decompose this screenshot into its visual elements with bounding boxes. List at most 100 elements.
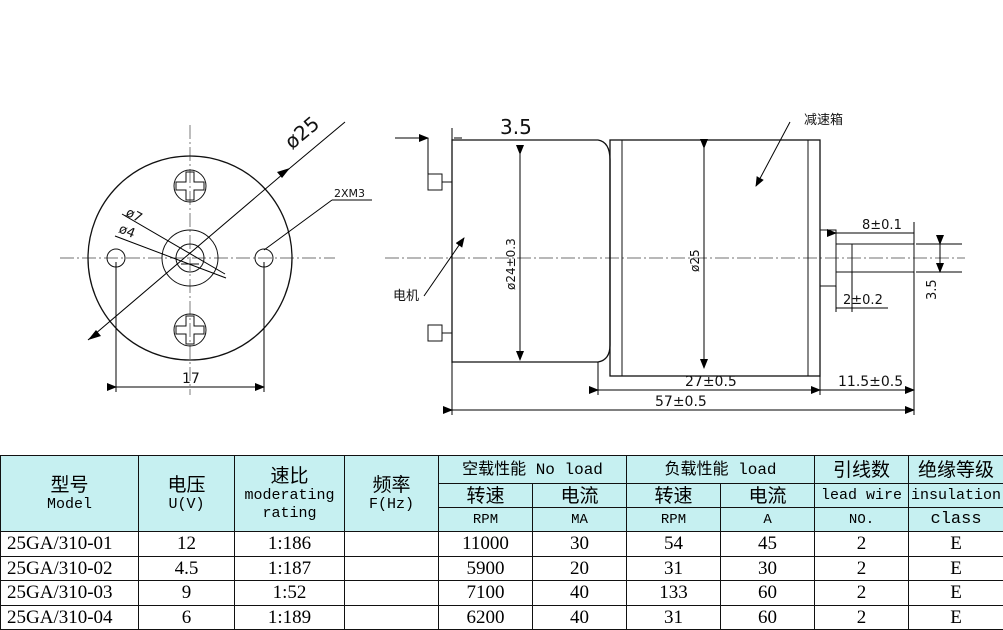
header-noload-speed: 转速: [438, 483, 533, 508]
header-voltage-en: U(V): [168, 495, 205, 513]
header-insul-en1: insulation: [908, 483, 1003, 508]
cell-noload-rpm: 7100: [438, 580, 533, 606]
cell-load-a: 60: [720, 580, 816, 606]
header-ratio-zh: 速比: [270, 464, 309, 487]
cell-load-a: 30: [720, 555, 816, 581]
cell-model: 25GA/310-03: [0, 580, 139, 606]
cell-leads: 2: [814, 531, 910, 557]
cell-model: 25GA/310-01: [0, 531, 139, 557]
cell-noload-ma: 40: [531, 604, 628, 630]
dim-screw-note: 2XM3: [334, 187, 365, 200]
dim-width-17: 17: [182, 371, 200, 387]
cell-load-rpm: 31: [626, 555, 722, 581]
dim-total-len: 57±0.5: [655, 394, 707, 410]
label-motor: 电机: [393, 289, 419, 304]
dim-terminal-offset: 3.5: [500, 115, 532, 139]
cell-model: 25GA/310-02: [0, 555, 139, 581]
header-ratio-en2: rating: [262, 504, 317, 522]
motor-drawing: ø25 ø7 ø4 2XM3 17: [60, 111, 965, 415]
cell-voltage: 4.5: [138, 555, 235, 581]
unit-load-rpm: RPM: [626, 507, 722, 532]
dim-shaft-flat: 3.5: [925, 279, 940, 300]
cell-noload-ma: 20: [531, 555, 628, 581]
dim-dia-7: ø7: [123, 205, 144, 226]
front-outer-circle: [87, 155, 293, 361]
cell-noload-rpm: 11000: [438, 531, 533, 557]
header-leadwire-zh: 引线数: [814, 455, 910, 484]
header-load-speed: 转速: [626, 483, 722, 508]
table-row: 25GA/310-03 9 1:52 7100 40 133 60 2 E: [0, 580, 1003, 606]
dim-dia-outer: ø25: [280, 111, 324, 154]
cell-load-rpm: 54: [626, 531, 722, 557]
spec-table: 型号 Model 电压 U(V) 速比 moderating rating 频率…: [0, 455, 1003, 630]
header-ratio: 速比 moderating rating: [234, 455, 345, 532]
header-noload-current: 电流: [531, 483, 628, 508]
table-row: 25GA/310-04 6 1:189 6200 40 31 60 2 E: [0, 604, 1003, 630]
cell-ratio: 1:189: [234, 604, 345, 630]
cross-screw-bottom: [173, 313, 207, 347]
header-insul-en2: class: [908, 507, 1003, 532]
unit-load-a: A: [720, 507, 816, 532]
terminal-top: [427, 173, 443, 191]
cell-ratio: 1:186: [234, 531, 345, 557]
cell-freq: [344, 580, 439, 606]
cell-noload-ma: 30: [531, 531, 628, 557]
front-shaft-circle: [175, 243, 205, 273]
cell-voltage: 9: [138, 580, 235, 606]
dim-dia-4: ø4: [117, 222, 138, 242]
header-load-current: 电流: [720, 483, 816, 508]
cell-insul: E: [908, 604, 1003, 630]
header-load: 负载性能 load: [626, 455, 816, 484]
dim-dia-25: ø25: [688, 249, 702, 272]
cell-load-rpm: 133: [626, 580, 722, 606]
cell-load-a: 60: [720, 604, 816, 630]
cell-load-a: 45: [720, 531, 816, 557]
table-row: 25GA/310-01 12 1:186 11000 30 54 45 2 E: [0, 531, 1003, 557]
unit-noload-ma: MA: [531, 507, 628, 532]
front-view: ø25 ø7 ø4 2XM3 17: [60, 111, 372, 395]
cell-voltage: 12: [138, 531, 235, 557]
header-freq: 频率 F(Hz): [344, 455, 439, 532]
side-view: 3.5 ø24±0.3 ø25 减速箱 电机 8±0.1 3.5 2±0.2 2…: [385, 112, 965, 415]
header-model: 型号 Model: [0, 455, 139, 532]
header-leadwire-en: lead wire: [814, 483, 910, 508]
table-row: 25GA/310-02 4.5 1:187 5900 20 31 30 2 E: [0, 555, 1003, 581]
header-insul-zh: 绝缘等级: [908, 455, 1003, 484]
unit-noload-rpm: RPM: [438, 507, 533, 532]
cell-leads: 2: [814, 555, 910, 581]
cell-ratio: 1:52: [234, 580, 345, 606]
cell-noload-rpm: 5900: [438, 555, 533, 581]
dim-dia-24: ø24±0.3: [504, 238, 518, 290]
terminal-bottom: [427, 324, 443, 342]
cell-voltage: 6: [138, 604, 235, 630]
cell-load-rpm: 31: [626, 604, 722, 630]
header-voltage: 电压 U(V): [138, 455, 235, 532]
header-freq-zh: 频率: [372, 473, 411, 496]
cell-leads: 2: [814, 604, 910, 630]
label-gearbox: 减速箱: [804, 112, 843, 128]
header-model-zh: 型号: [50, 473, 89, 496]
dim-flat-len: 2±0.2: [843, 293, 883, 308]
dim-shaft-len: 8±0.1: [862, 218, 902, 233]
header-model-en: Model: [46, 495, 92, 513]
header-ratio-en1: moderating: [244, 486, 335, 504]
header-noload: 空载性能 No load: [437, 455, 628, 484]
cell-noload-rpm: 6200: [438, 604, 533, 630]
header-voltage-zh: 电压: [167, 473, 206, 496]
cell-freq: [344, 604, 439, 630]
cell-freq: [344, 555, 439, 581]
cell-insul: E: [908, 555, 1003, 581]
header-freq-en: F(Hz): [368, 495, 414, 513]
cell-ratio: 1:187: [234, 555, 345, 581]
front-boss-circle: [161, 229, 219, 287]
cell-insul: E: [908, 531, 1003, 557]
cross-screw-top: [173, 169, 207, 203]
dim-gearbox-len: 27±0.5: [685, 374, 737, 390]
cell-insul: E: [908, 580, 1003, 606]
cell-model: 25GA/310-04: [0, 604, 139, 630]
cell-leads: 2: [814, 580, 910, 606]
cell-freq: [344, 531, 439, 557]
dim-shaft-total: 11.5±0.5: [838, 374, 903, 390]
unit-leads-no: NO.: [814, 507, 910, 532]
cell-noload-ma: 40: [531, 580, 628, 606]
